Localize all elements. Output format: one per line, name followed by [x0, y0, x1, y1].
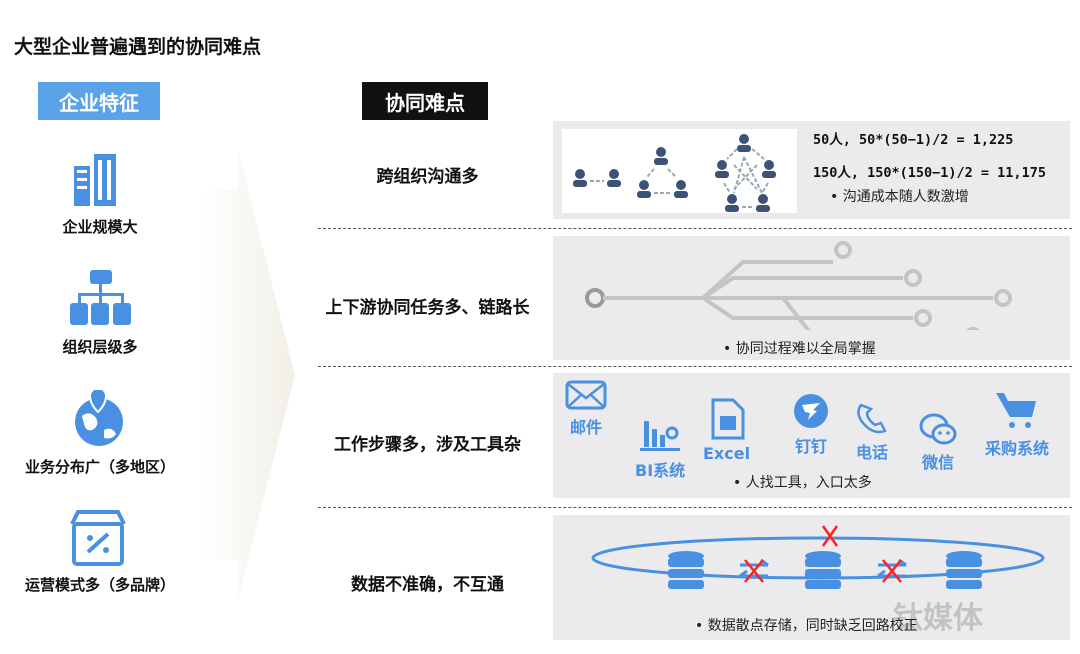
tool-bi: BI系统 — [635, 417, 685, 481]
watermark: 钛媒体 — [893, 601, 983, 636]
bi-chart-icon — [640, 421, 681, 451]
communication-panel: 50人, 50*(50−1)/2 = 1,225 150人, 150*(150−… — [553, 121, 1070, 219]
data-loop-diagram — [591, 525, 1045, 589]
circuit-lines-icon — [585, 241, 1012, 330]
tool-email: 邮件 — [565, 380, 607, 438]
feature-scale: 企业规模大 — [10, 150, 190, 237]
features-header: 企业特征 — [38, 82, 160, 120]
tool-phone: 电话 — [855, 403, 889, 463]
spreadsheet-icon — [711, 398, 745, 440]
feature-label: 运营模式多（多品牌） — [24, 576, 175, 594]
phone-icon — [857, 403, 887, 434]
globe-pin-icon — [75, 387, 123, 446]
bullet-text: 协同过程难以全局掌握 — [735, 341, 876, 357]
cart-icon — [996, 393, 1036, 428]
tool-excel: Excel — [703, 398, 750, 463]
database-icons — [668, 551, 982, 589]
difficulty-label: 工作步骤多，涉及工具杂 — [334, 435, 521, 455]
feature-label: 企业规模大 — [62, 218, 138, 236]
building-icon — [74, 154, 116, 206]
mail-icon — [565, 380, 607, 410]
tool-wechat: 微信 — [919, 413, 957, 473]
bullet-text: 数据散点存储，同时缺乏回路校正 — [707, 618, 918, 634]
feature-label: 组织层级多 — [62, 338, 138, 356]
bullet-text: 人找工具，入口太多 — [745, 475, 872, 491]
feature-label: 业务分布广（多地区） — [24, 458, 175, 476]
tools-panel: 邮件 BI系统 Excel 钉钉 电话 微信 采购系统 • 人找工具，入口太多 — [553, 373, 1070, 498]
feature-hierarchy: 组织层级多 — [10, 268, 190, 357]
arrow-chevron — [200, 150, 295, 600]
divider — [318, 366, 1072, 367]
page-title: 大型企业普遍遇到的协同难点 — [14, 36, 262, 58]
org-chart-icon — [70, 270, 131, 325]
divider — [318, 228, 1072, 229]
store-icon — [70, 510, 126, 566]
network-people-icon — [562, 129, 797, 213]
formula-50: 50人, 50*(50−1)/2 = 1,225 — [813, 132, 1014, 148]
difficulty-label: 跨组织沟通多 — [376, 167, 479, 187]
data-panel: 钛媒体 • 数据散点存储，同时缺乏回路校正 — [553, 515, 1070, 640]
dingtalk-icon — [794, 394, 828, 428]
difficulty-label: 数据不准确，不互通 — [351, 575, 504, 595]
wechat-icon — [919, 413, 957, 445]
bullet-text: 沟通成本随人数激增 — [842, 189, 969, 205]
workflow-panel: • 协同过程难以全局掌握 — [553, 236, 1070, 360]
difficulties-header: 协同难点 — [362, 82, 488, 120]
divider — [318, 507, 1072, 508]
feature-brands: 运营模式多（多品牌） — [10, 510, 190, 595]
feature-regions: 业务分布广（多地区） — [10, 387, 190, 477]
tool-dingtalk: 钉钉 — [793, 393, 829, 457]
formula-150: 150人, 150*(150−1)/2 = 11,175 — [813, 165, 1046, 181]
difficulty-label: 上下游协同任务多、链路长 — [325, 298, 530, 318]
cross-icon — [744, 525, 902, 583]
tool-procurement: 采购系统 — [985, 389, 1049, 459]
